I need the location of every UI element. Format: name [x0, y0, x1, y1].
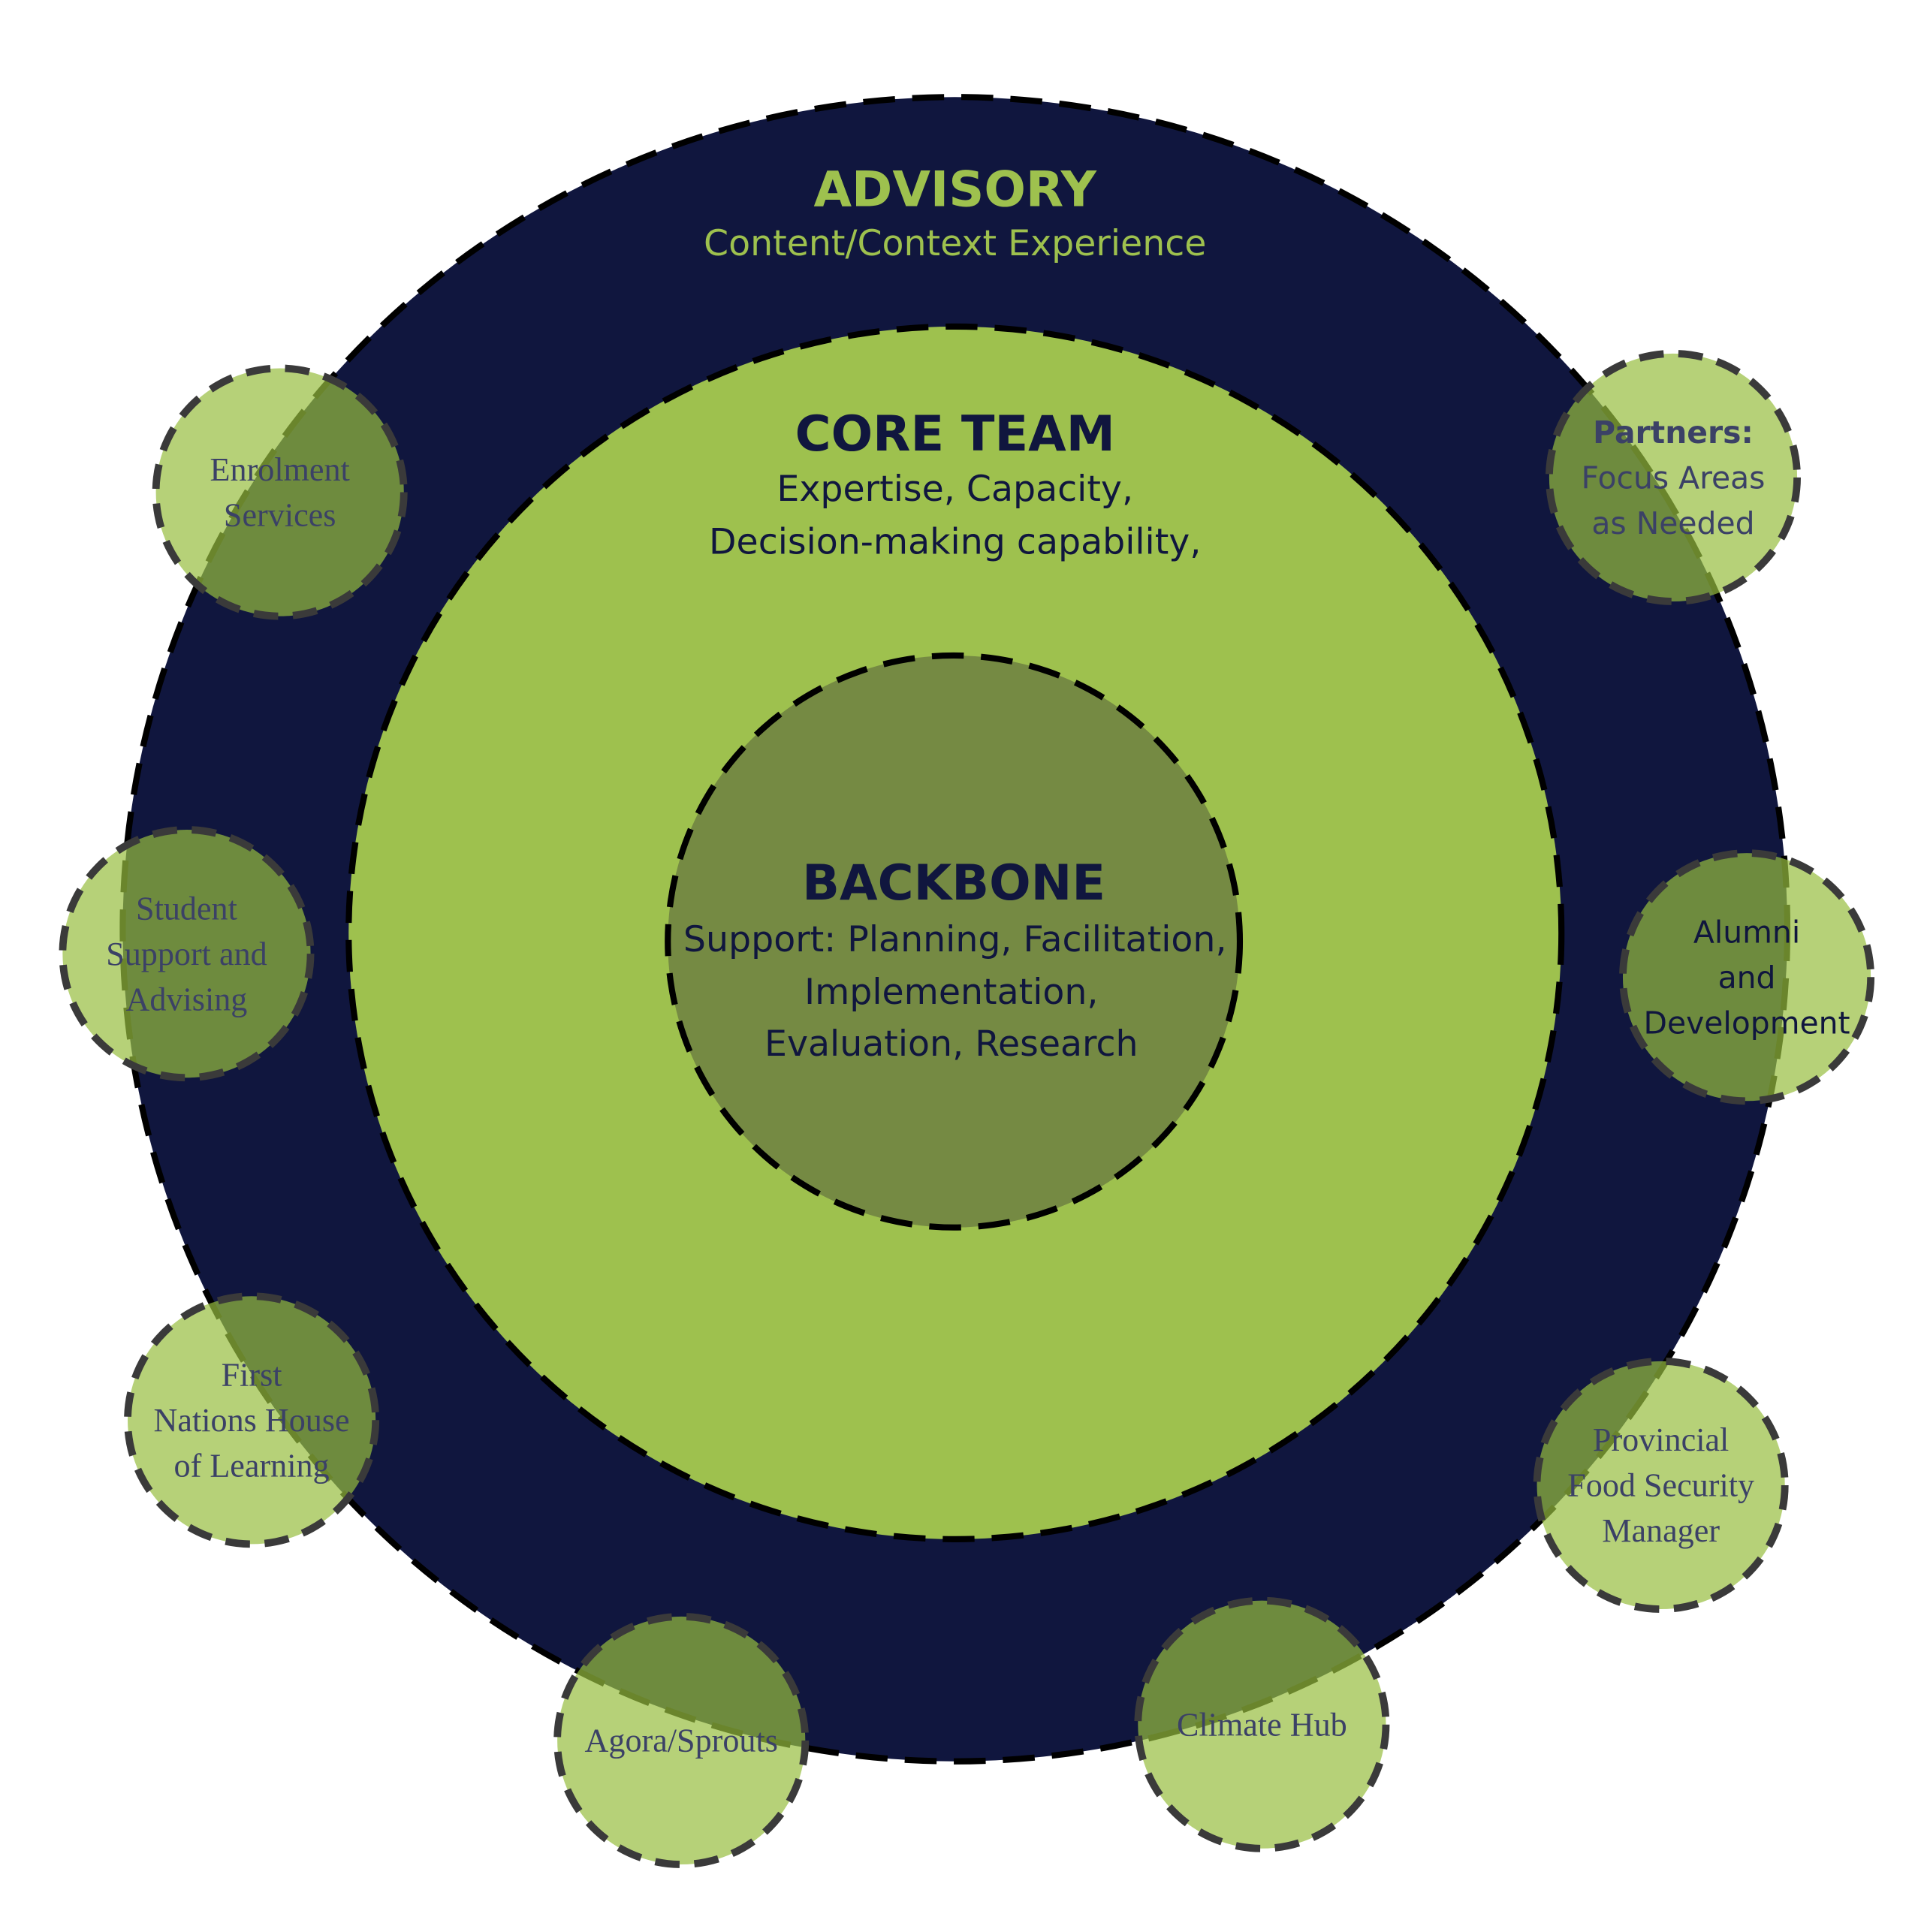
core-team-line1: Expertise, Capacity,: [777, 469, 1133, 510]
partner-label: Alumni: [1693, 914, 1800, 950]
partner-label: as Needed: [1591, 505, 1754, 541]
core-team-line2: Decision-making capability,: [709, 521, 1201, 562]
backbone-circle: [665, 652, 1244, 1231]
partner-label: Partners:: [1593, 414, 1754, 451]
core-team-title: CORE TEAM: [795, 405, 1115, 463]
partner-label: of Learning: [174, 1447, 330, 1484]
backbone-line2: Implementation,: [804, 972, 1098, 1013]
partner-bubble-climate-hub: Climate Hub: [1134, 1596, 1390, 1852]
partner-label: and: [1718, 960, 1776, 996]
partner-label: Advising: [126, 981, 248, 1017]
backbone-line1: Support: Planning, Facilitation,: [683, 919, 1227, 960]
partner-label: Services: [224, 496, 336, 533]
partner-circle: [1533, 1357, 1789, 1613]
partner-label: Support and: [106, 936, 267, 972]
partner-label: Food Security: [1567, 1467, 1754, 1504]
advisory-title: ADVISORY: [813, 161, 1096, 219]
partner-circle: [152, 364, 408, 620]
partner-bubble-agora-sprouts: Agora/Sprouts: [553, 1612, 810, 1868]
partner-circle: [1545, 349, 1801, 605]
advisory-subtitle: Content/Context Experience: [704, 223, 1206, 264]
partner-circle: [124, 1292, 380, 1548]
partner-label: Climate Hub: [1177, 1706, 1347, 1743]
partner-label: Agora/Sprouts: [585, 1723, 778, 1759]
partner-circle: [1134, 1596, 1390, 1852]
partner-circle: [59, 826, 315, 1082]
partner-label: Enrolment: [210, 451, 350, 488]
partner-label: Student: [136, 890, 237, 927]
partner-circle: [553, 1612, 810, 1868]
partner-circle: [1619, 849, 1875, 1105]
backbone-title: BACKBONE: [802, 854, 1105, 912]
partner-bubble-partners-focus-areas: Partners: Focus Areas as Needed: [1545, 349, 1801, 605]
backbone-line3: Evaluation, Research: [764, 1023, 1138, 1065]
partner-label: First: [222, 1357, 282, 1394]
partner-label: Manager: [1602, 1512, 1720, 1549]
partner-label: Nations House: [154, 1402, 350, 1439]
partner-label: Focus Areas: [1581, 460, 1765, 496]
partner-label: Development: [1644, 1005, 1850, 1041]
partner-label: Provincial: [1593, 1421, 1729, 1458]
